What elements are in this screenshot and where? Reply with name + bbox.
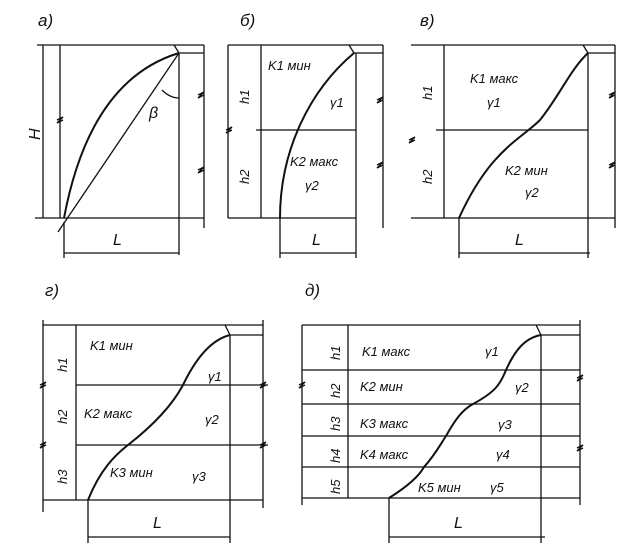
layer-k-label: K3 макс bbox=[360, 416, 409, 431]
panel-g: г) h1 K1 мин γ1 h2 K2 макс γ2 h3 K3 мин … bbox=[39, 281, 268, 543]
beta-label: β bbox=[148, 105, 158, 122]
layer-k-label: K1 мин bbox=[90, 338, 133, 353]
break-marks bbox=[39, 381, 267, 449]
layer-height-label: h1 bbox=[237, 90, 252, 104]
layer-gamma-label: γ2 bbox=[515, 380, 530, 395]
l-dimension bbox=[388, 498, 545, 543]
slope-curve bbox=[458, 52, 589, 219]
layer-gamma-label: γ1 bbox=[487, 95, 501, 110]
layer-height-label: h1 bbox=[328, 346, 343, 360]
layer-height-label: h5 bbox=[328, 479, 343, 494]
layer-gamma-label: γ1 bbox=[330, 95, 344, 110]
layer-height-label: h3 bbox=[55, 469, 70, 484]
layer-height-label: h2 bbox=[420, 169, 435, 184]
layer-height-label: h2 bbox=[328, 383, 343, 398]
frame-lines bbox=[301, 320, 581, 543]
l-label: L bbox=[153, 515, 162, 532]
layer-gamma-label: γ1 bbox=[208, 369, 222, 384]
l-dimension bbox=[458, 218, 590, 258]
l-label: L bbox=[454, 515, 463, 532]
layer-height-label: h1 bbox=[55, 358, 70, 372]
slope-curve bbox=[279, 52, 355, 219]
l-dimension bbox=[87, 500, 230, 543]
frame-lines bbox=[42, 320, 268, 543]
l-label: L bbox=[312, 232, 321, 249]
layer-gamma-label: γ3 bbox=[192, 469, 207, 484]
frame-lines bbox=[35, 44, 205, 255]
break-marks bbox=[298, 374, 584, 452]
layer-gamma-label: γ2 bbox=[205, 412, 220, 427]
layer-k-label: K2 макс bbox=[84, 406, 133, 421]
layer-height-label: h2 bbox=[55, 409, 70, 424]
layer-k-label: K3 мин bbox=[110, 465, 153, 480]
l-label: L bbox=[113, 232, 122, 249]
layer-gamma-label: γ1 bbox=[485, 344, 499, 359]
panel-label: г) bbox=[45, 281, 59, 300]
panel-label: а) bbox=[38, 11, 53, 30]
panel-v: в) h1 K1 макс γ1 h2 K2 мин γ2 L bbox=[408, 11, 616, 258]
break-marks bbox=[56, 91, 205, 174]
slope-curve bbox=[87, 334, 231, 501]
l-label: L bbox=[515, 232, 524, 249]
panel-d: д) h1 K1 макс γ1 h2 K2 мин γ2 h3 K3 макс… bbox=[298, 281, 584, 543]
panel-a: а) β H L bbox=[27, 11, 205, 258]
slope-curve bbox=[63, 52, 180, 219]
frame-lines bbox=[411, 44, 616, 258]
slope-curve bbox=[388, 334, 542, 499]
layer-k-label: K4 макс bbox=[360, 447, 409, 462]
l-dimension bbox=[279, 218, 356, 258]
beta-angle-arc bbox=[161, 89, 180, 99]
layer-gamma-label: γ2 bbox=[525, 185, 540, 200]
layer-gamma-label: γ2 bbox=[305, 178, 320, 193]
layer-k-label: K2 макс bbox=[290, 154, 339, 169]
layer-k-label: K1 макс bbox=[362, 344, 411, 359]
layer-k-label: K5 мин bbox=[418, 480, 461, 495]
layer-height-label: h2 bbox=[237, 169, 252, 184]
height-label: H bbox=[27, 128, 44, 140]
break-marks bbox=[225, 96, 384, 169]
layer-gamma-label: γ3 bbox=[498, 417, 513, 432]
slope-chord bbox=[57, 52, 180, 233]
layer-k-label: K2 мин bbox=[360, 379, 403, 394]
frame-lines bbox=[227, 44, 384, 258]
panel-label: б) bbox=[240, 11, 255, 30]
panel-label: д) bbox=[305, 281, 320, 300]
layer-height-label: h3 bbox=[328, 416, 343, 431]
layer-gamma-label: γ4 bbox=[496, 447, 510, 462]
break-marks bbox=[408, 91, 616, 169]
layer-k-label: K2 мин bbox=[505, 163, 548, 178]
layer-gamma-label: γ5 bbox=[490, 480, 505, 495]
layer-k-label: K1 мин bbox=[268, 58, 311, 73]
layer-height-label: h4 bbox=[328, 449, 343, 463]
panel-label: в) bbox=[420, 11, 435, 30]
layer-k-label: K1 макс bbox=[470, 71, 519, 86]
l-dimension bbox=[63, 222, 179, 258]
panel-b: б) h1 K1 мин γ1 h2 K2 макс γ2 L bbox=[225, 11, 384, 258]
layer-height-label: h1 bbox=[420, 86, 435, 100]
